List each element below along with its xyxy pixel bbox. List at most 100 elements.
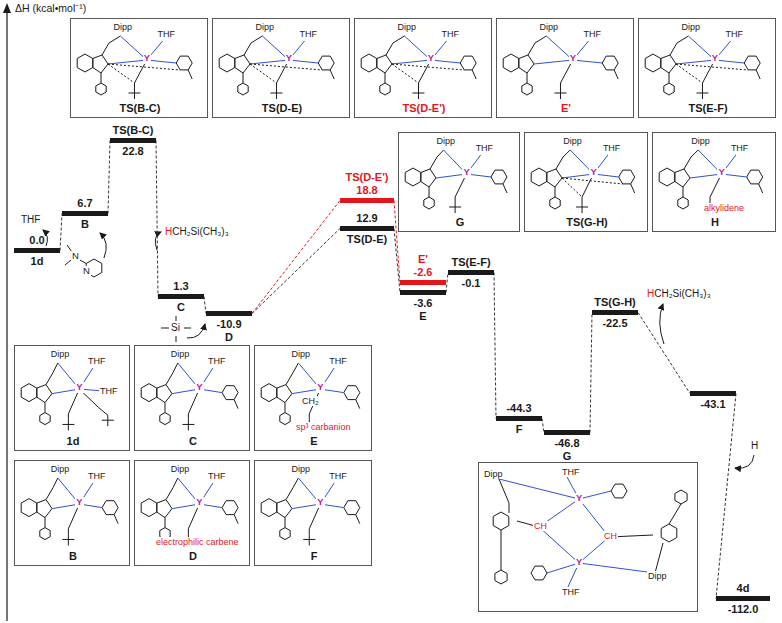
ring [277, 385, 292, 403]
ring [661, 524, 677, 542]
bond [431, 60, 460, 63]
bond [45, 518, 46, 528]
ring [238, 83, 248, 95]
ring [659, 168, 675, 186]
ring [280, 528, 290, 540]
bond [631, 184, 635, 193]
bond [184, 328, 191, 329]
level-label: D [224, 331, 234, 344]
bond [670, 43, 677, 55]
metal-atom: Y [717, 167, 725, 178]
bond [285, 403, 286, 413]
energy-level: -44.3F [496, 416, 542, 421]
level-label: F [515, 423, 524, 436]
annotation: alkylidene [703, 203, 745, 213]
level-label: 22.8 [121, 145, 144, 158]
level-label: E [418, 310, 427, 323]
ring [176, 56, 192, 70]
structure-box: DDippTHFYelectrophilic carbene [134, 460, 250, 566]
bond [101, 73, 102, 83]
bond [107, 420, 108, 426]
ring [141, 499, 157, 517]
ring [678, 197, 688, 209]
curved-arrow [187, 324, 205, 338]
atom-label: Dipp [680, 22, 701, 32]
bond [108, 64, 180, 70]
dashed-connector [394, 201, 400, 283]
bond [102, 43, 109, 55]
bond [560, 88, 561, 93]
bond [251, 36, 262, 43]
energy-axis [6, 12, 7, 621]
structure-box: HDippTHFYalkylidene [652, 132, 776, 232]
bond [134, 83, 135, 88]
bond [676, 64, 748, 70]
ring [222, 501, 238, 515]
atom-label: THF [561, 587, 581, 597]
atom-label: Dipp [170, 464, 191, 474]
bond [108, 64, 134, 83]
bond [683, 187, 684, 197]
ring [602, 56, 618, 70]
atom-label: THF [561, 467, 581, 477]
level-label: 4d [736, 582, 751, 595]
structure-title: F [310, 550, 319, 563]
bond [418, 83, 419, 88]
structure-box: TS(E-F)DippTHFY [638, 18, 776, 118]
ring [21, 384, 37, 402]
atom-label: Dipp [483, 469, 504, 479]
metal-atom: Y [285, 53, 293, 64]
bond [392, 64, 418, 83]
energy-level: 0.01d [14, 248, 60, 253]
bond [472, 70, 476, 79]
level-label: TS(D-E') [345, 171, 390, 184]
bond [234, 400, 238, 409]
dashed-connector [252, 201, 340, 314]
atom-label: CH [603, 531, 618, 541]
structure-title: TS(E-F) [687, 102, 728, 115]
bond [582, 197, 583, 202]
atom-label: Dipp [290, 464, 311, 474]
energy-level: 6.7B [62, 211, 108, 216]
bond [715, 60, 744, 63]
bond [539, 527, 579, 563]
metal-atom: Y [575, 557, 583, 568]
atom-label: THF [207, 471, 227, 481]
dashed-connector [60, 214, 62, 251]
ring [222, 386, 238, 400]
bond [293, 363, 298, 373]
bond [509, 503, 510, 513]
structure-box: 1dDippTHFYTHF [14, 345, 130, 451]
bond [573, 60, 602, 63]
ring [141, 384, 157, 402]
ring [611, 484, 627, 498]
ring [102, 501, 118, 515]
structure-drawing [479, 463, 699, 613]
level-label: B [80, 218, 90, 231]
atom-label: THF [475, 143, 495, 153]
structure-title: C [188, 435, 198, 448]
bond [455, 202, 456, 207]
structure-title: B [68, 550, 78, 563]
bond [68, 419, 69, 424]
ring [280, 413, 290, 425]
energy-level: E'-2.6 [400, 280, 446, 285]
bond [176, 316, 177, 321]
bond [46, 373, 53, 385]
metal-atom: Y [462, 167, 470, 178]
metal-atom: Y [75, 497, 83, 508]
metal-atom: Y [575, 493, 583, 504]
bond [243, 73, 244, 83]
bond [250, 60, 289, 64]
ring [491, 170, 507, 184]
ring [550, 197, 560, 209]
atom-label: THF [328, 471, 348, 481]
structure-box: TS(D-E')DippTHFY [354, 18, 492, 118]
ring [157, 500, 172, 518]
bond [147, 60, 176, 63]
level-label: -2.6 [413, 266, 434, 279]
level-label: -10.9 [215, 318, 242, 331]
level-label: -3.6 [413, 297, 434, 310]
ring [661, 55, 676, 73]
bond [165, 518, 166, 528]
